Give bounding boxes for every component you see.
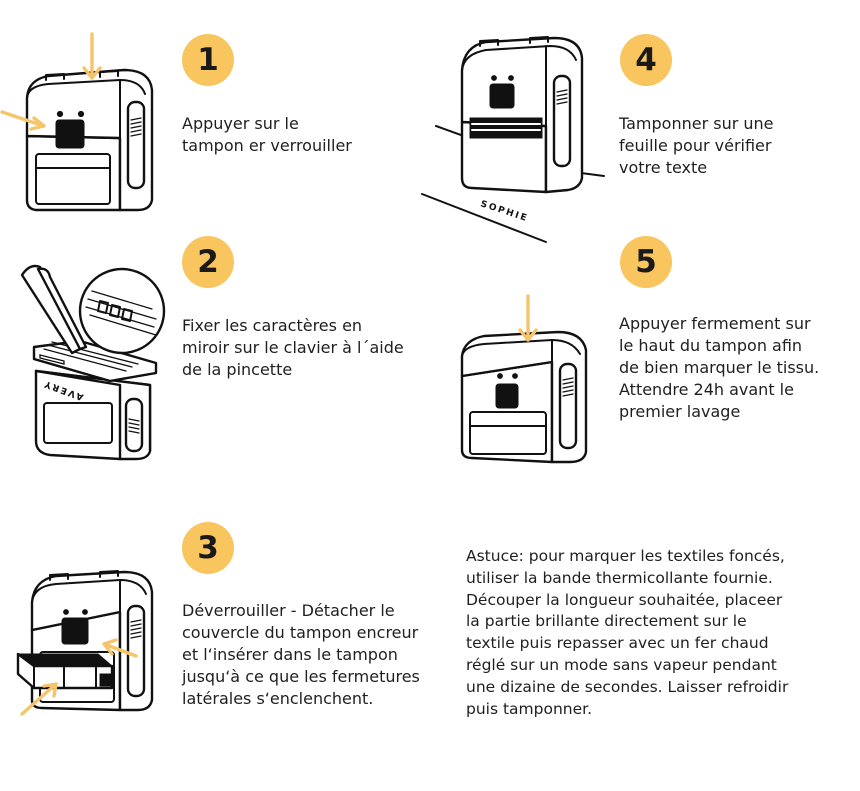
step-3-badge: 3 — [182, 522, 234, 574]
tip-text: Astuce: pour marquer les textiles foncés… — [466, 547, 789, 718]
step-4-text: Tamponner sur une feuille pour vérifier … — [619, 114, 774, 177]
step-4-badge: 4 — [620, 34, 672, 86]
stamp-press-lock-icon — [0, 32, 154, 212]
stamp-press-fabric-icon — [460, 294, 588, 464]
step-1-text: Appuyer sur le tampon er verrouiller — [182, 114, 352, 155]
stamp-ink-pad-icon — [16, 570, 154, 716]
stamp-tweezers-icon: AVERY — [20, 264, 166, 461]
step-3-text: Déverrouiller - Détacher le couvercle du… — [182, 601, 420, 708]
stamp-test-paper-icon: SOPHIE — [421, 36, 605, 243]
step-2-badge: 2 — [182, 236, 234, 288]
stamp-sample-text: SOPHIE — [479, 199, 529, 224]
step-5-text: Appuyer fermement sur le haut du tampon … — [619, 314, 820, 421]
step-1-badge: 1 — [182, 34, 234, 86]
step-2-text: Fixer les caractères en miroir sur le cl… — [182, 316, 404, 379]
step-5-badge: 5 — [620, 236, 672, 288]
